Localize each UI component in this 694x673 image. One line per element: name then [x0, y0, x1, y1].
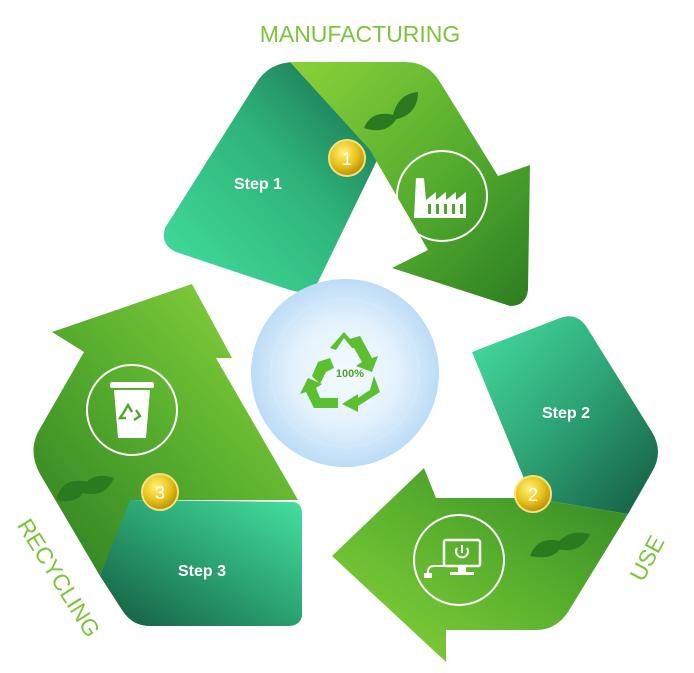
step-2-number: 2	[528, 485, 538, 505]
step-1-label: Step 1	[234, 176, 282, 193]
step-3-panel	[100, 500, 302, 626]
computer-power-icon	[413, 514, 505, 606]
recycle-symbol-icon	[300, 332, 380, 412]
step-3-number: 3	[155, 483, 165, 503]
step-1-number: 1	[342, 149, 352, 169]
phase-label-use: USE	[624, 531, 669, 585]
recycling-arrow	[33, 284, 302, 626]
leaf-icon-left	[56, 475, 114, 502]
step-1-badge: 1	[328, 139, 366, 177]
center-recycle-badge: 100%	[251, 279, 439, 467]
recycling-arrow-body	[33, 284, 299, 576]
manufacturing-arrow	[163, 62, 530, 306]
leaf-icon-top	[364, 92, 418, 131]
phase-label-manufacturing: MANUFACTURING	[260, 21, 461, 47]
leaf-icon-right	[530, 532, 590, 558]
step-2-label: Step 2	[542, 405, 590, 422]
step-2-badge: 2	[514, 475, 552, 513]
step-3-badge: 3	[141, 473, 179, 511]
step-1-panel	[163, 62, 382, 292]
step-3-label: Step 3	[178, 563, 226, 580]
center-percent-label: 100%	[336, 368, 364, 380]
manufacturing-arrow-body	[290, 62, 530, 306]
factory-icon	[396, 150, 488, 242]
recycle-bin-icon	[86, 364, 178, 456]
step-2-panel	[472, 316, 658, 514]
